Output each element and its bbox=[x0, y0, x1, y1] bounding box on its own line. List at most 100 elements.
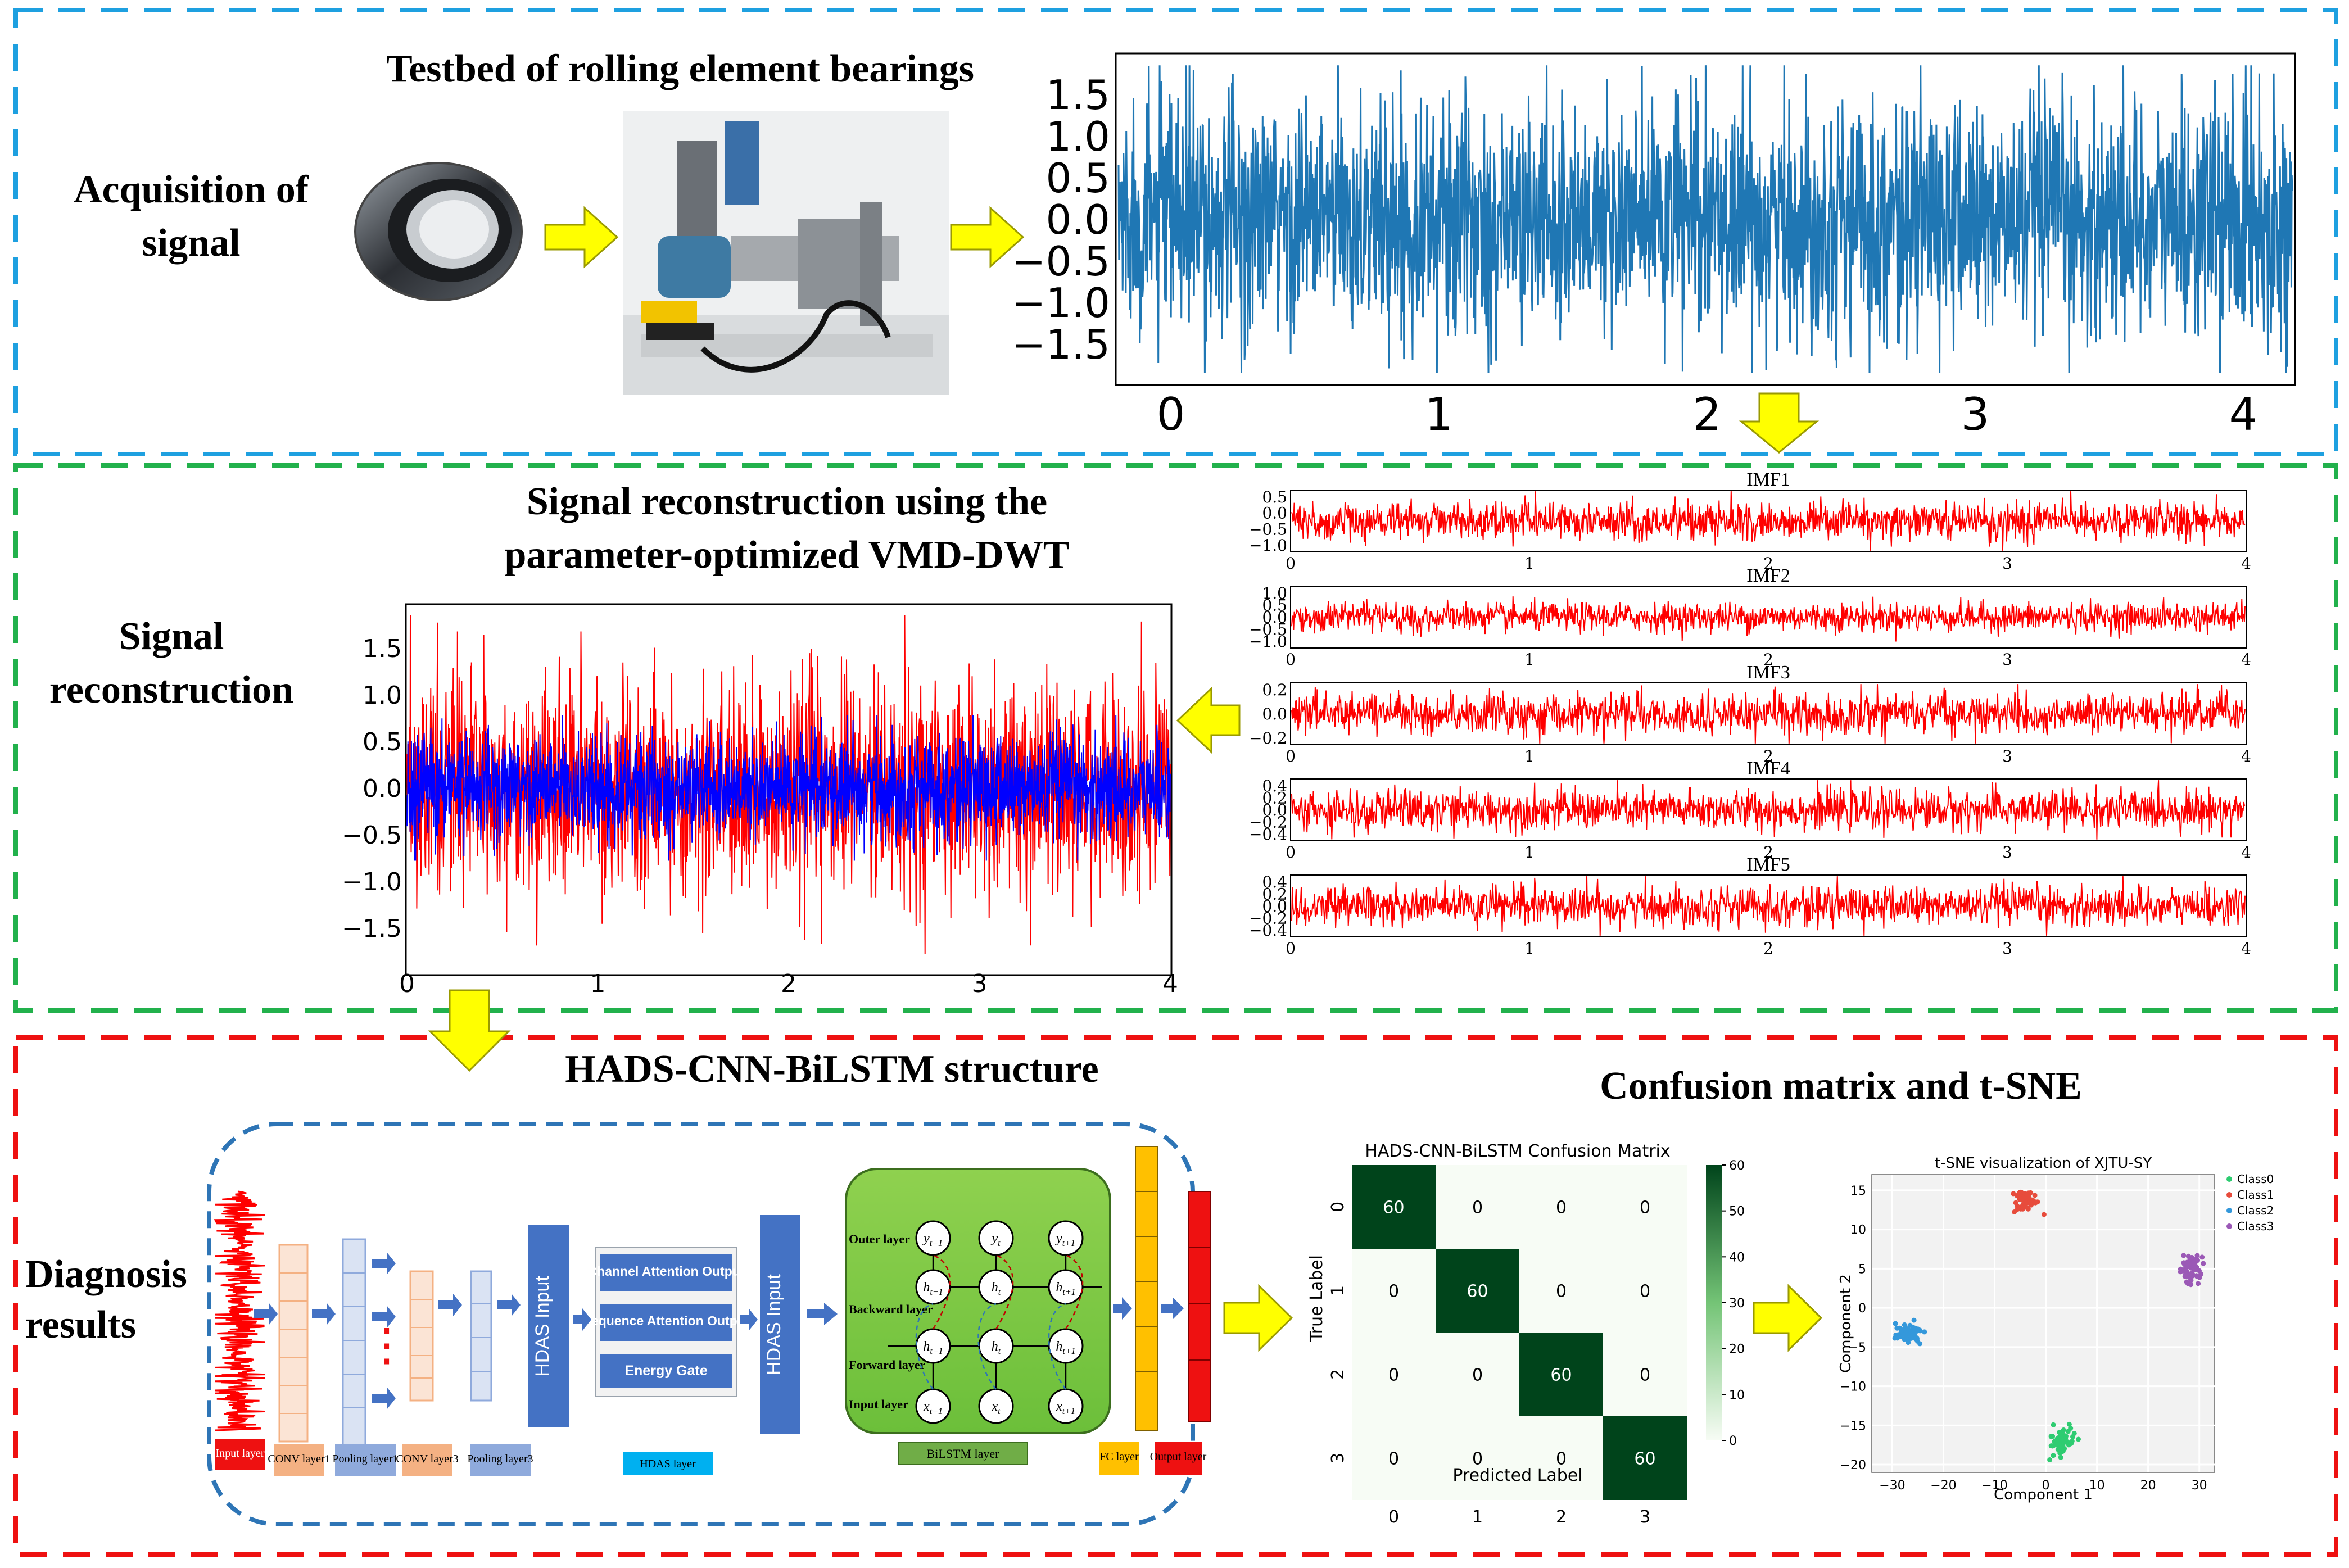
confusion-cell bbox=[1436, 1165, 1519, 1249]
tsne-points bbox=[1892, 1189, 2206, 1462]
tsne-point bbox=[2051, 1422, 2056, 1427]
imf-y-tick: 0.0 bbox=[1262, 608, 1287, 627]
output-label-box bbox=[1155, 1442, 1202, 1475]
raw-x-tick: 3 bbox=[1961, 388, 1990, 441]
raw-y-tick: 1.5 bbox=[1045, 71, 1110, 119]
imf-title: IMF2 bbox=[1746, 565, 1790, 586]
imf-y-tick: −0.5 bbox=[1249, 520, 1287, 538]
tsne-x-tick: −20 bbox=[1930, 1479, 1956, 1493]
confusion-cell bbox=[1436, 1249, 1519, 1333]
diagnosis-label-2: results bbox=[25, 1303, 136, 1347]
recon-y-tick: 0.0 bbox=[363, 774, 402, 803]
raw-x-tick: 0 bbox=[1157, 388, 1185, 441]
raw-x-tick: 4 bbox=[2229, 388, 2258, 441]
raw-y-tick: −1.0 bbox=[1012, 279, 1110, 327]
imf-y-tick: −0.2 bbox=[1249, 729, 1287, 747]
confusion-cell bbox=[1603, 1416, 1687, 1500]
diagnosis-section-frame bbox=[13, 1035, 2338, 1557]
imf-x-tick: 3 bbox=[2002, 939, 2012, 958]
outer-layer-label: Outer layer bbox=[849, 1232, 910, 1246]
imf-y-tick: 0.5 bbox=[1262, 488, 1287, 506]
pool3-label: Pooling layer3 bbox=[467, 1453, 533, 1465]
fc-label-box bbox=[1099, 1442, 1139, 1475]
reconstruction-label: Signal bbox=[119, 615, 224, 658]
forward-layer-label: Forward layer bbox=[849, 1358, 925, 1372]
tsne-point bbox=[2184, 1279, 2189, 1285]
recon-y-tick: −1.5 bbox=[342, 914, 402, 943]
confusion-cell-value: 0 bbox=[1472, 1366, 1483, 1385]
imf-x-tick: 1 bbox=[1524, 843, 1535, 862]
imf-y-tick: −0.4 bbox=[1249, 825, 1287, 844]
tsne-point bbox=[1906, 1340, 1911, 1345]
imf-x-tick: 4 bbox=[2241, 747, 2251, 765]
imf-title: IMF4 bbox=[1746, 758, 1790, 779]
confusion-cell bbox=[1352, 1333, 1436, 1416]
imf-y-tick: 0.2 bbox=[1262, 789, 1287, 808]
recon-y-tick: −1.0 bbox=[342, 868, 402, 896]
channel-attention-box bbox=[600, 1254, 732, 1291]
recon-y-tick: 1.0 bbox=[363, 681, 402, 710]
raw-signal-y-ticks: 1.51.00.50.0−0.5−1.0−1.5 bbox=[1012, 71, 1110, 368]
fc-layer-dividers bbox=[1135, 1191, 1158, 1372]
confusion-cell bbox=[1352, 1416, 1436, 1500]
tsne-point bbox=[2199, 1254, 2205, 1260]
tsne-grid bbox=[1872, 1175, 2215, 1472]
arrow-confusion-to-tsne bbox=[1753, 1284, 1823, 1352]
confusion-cell bbox=[1436, 1416, 1519, 1500]
tsne-y-tick: −5 bbox=[1848, 1341, 1866, 1355]
confusion-cell-value: 0 bbox=[1556, 1282, 1567, 1302]
conv3-block bbox=[409, 1270, 434, 1402]
acquisition-section-frame bbox=[13, 8, 2338, 456]
tsne-y-tick: 0 bbox=[1858, 1302, 1866, 1316]
imf-y-tick: 0.0 bbox=[1262, 705, 1287, 723]
recon-x-tick: 2 bbox=[781, 969, 796, 998]
bilstm-connections bbox=[888, 1255, 1102, 1389]
confusion-cell bbox=[1352, 1165, 1436, 1249]
imf-x-tick: 4 bbox=[2241, 843, 2251, 862]
tsne-point bbox=[2041, 1212, 2047, 1217]
confusion-cell bbox=[1519, 1165, 1603, 1249]
imf-x-tick: 2 bbox=[1763, 650, 1773, 669]
imf-x-tick: 4 bbox=[2241, 939, 2251, 958]
tsne-legend-label: Class3 bbox=[2237, 1220, 2274, 1233]
energy-gate-box bbox=[600, 1354, 732, 1388]
raw-y-tick: −1.5 bbox=[1012, 321, 1110, 368]
network-flow-arrows bbox=[254, 1252, 1184, 1410]
tsne-point bbox=[1922, 1329, 1927, 1335]
sequence-attention-label: Sequence Attention Output bbox=[583, 1313, 750, 1328]
svg-text:ht−1: ht−1 bbox=[923, 1280, 943, 1297]
backward-layer-label: Backward layer bbox=[849, 1302, 933, 1316]
imf-axes bbox=[1290, 778, 2247, 841]
conv3-label: CONV layer3 bbox=[396, 1453, 458, 1465]
imf-x-tick: 3 bbox=[2002, 650, 2012, 669]
imf-x-tick: 1 bbox=[1524, 554, 1535, 573]
arrow-model-to-confusion bbox=[1223, 1284, 1293, 1352]
bilstm-label-box bbox=[898, 1442, 1028, 1465]
tsne-point bbox=[2192, 1267, 2198, 1272]
imf-title: IMF1 bbox=[1746, 469, 1790, 490]
channel-attention-label: Channel Attention Output bbox=[588, 1264, 745, 1279]
confusion-cell-value: 0 bbox=[1388, 1449, 1399, 1469]
imf-trace bbox=[1291, 684, 2246, 744]
tsne-point bbox=[2056, 1436, 2061, 1442]
tsne-x-tick: −30 bbox=[1879, 1479, 1905, 1493]
tsne-y-tick: −10 bbox=[1840, 1380, 1866, 1394]
tsne-point bbox=[2201, 1261, 2206, 1266]
recon-x-tick: 3 bbox=[972, 969, 988, 998]
tsne-point bbox=[2076, 1436, 2081, 1442]
recon-y-tick: 0.5 bbox=[363, 728, 402, 756]
reconstruction-label-2: reconstruction bbox=[49, 668, 293, 712]
tsne-point bbox=[1917, 1327, 1922, 1333]
reconstructed-signal-trace bbox=[406, 715, 1171, 861]
imf-x-tick: 4 bbox=[2241, 650, 2251, 669]
tsne-point bbox=[2195, 1258, 2200, 1263]
tsne-x-tick: 30 bbox=[2192, 1479, 2207, 1493]
output-layer-block bbox=[1188, 1191, 1211, 1422]
diagnosis-label: Diagnosis bbox=[25, 1253, 187, 1296]
